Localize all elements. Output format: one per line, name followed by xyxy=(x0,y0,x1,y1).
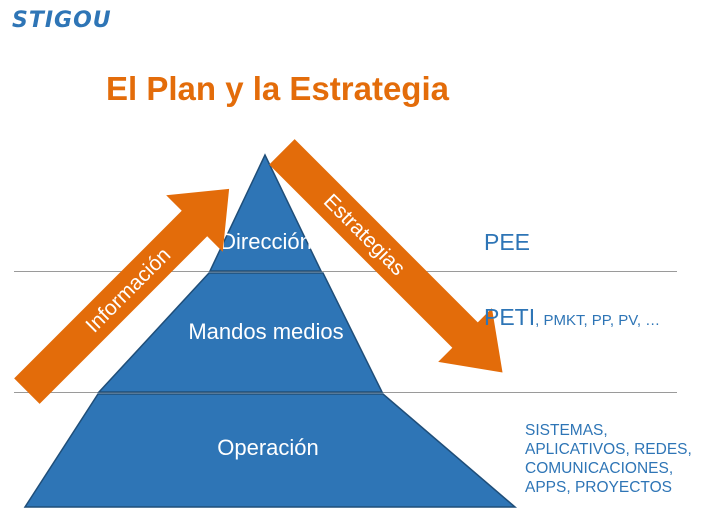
side-label-peti-rest: , PMKT, PP, PV, … xyxy=(535,312,661,329)
pyramid-label-direccion: Dirección xyxy=(220,229,312,254)
pyramid-level-bottom xyxy=(23,393,518,508)
side-sys-line: COMUNICACIONES, xyxy=(525,460,674,477)
pyramid-label-operacion: Operación xyxy=(217,435,319,460)
divider-line-top xyxy=(14,271,677,272)
side-label-peti: PETI, PMKT, PP, PV, … xyxy=(484,304,660,331)
side-sys-line: APPS, PROYECTOS xyxy=(525,479,673,496)
arrow-up-shape xyxy=(14,188,230,404)
pyramid-level-top xyxy=(208,153,323,272)
side-label-pee: PEE xyxy=(484,229,531,255)
arrow-down-shape xyxy=(269,139,503,373)
pyramid-level-middle xyxy=(97,272,384,393)
pyramid-label-mandos-medios: Mandos medios xyxy=(188,319,343,344)
pyramid: Dirección Mandos medios Operación xyxy=(23,153,518,508)
side-label-sistemas: SISTEMAS, APLICATIVOS, REDES, COMUNICACI… xyxy=(525,421,692,497)
page-title: El Plan y la Estrategia xyxy=(106,70,449,107)
arrow-down-label: Estrategias xyxy=(319,190,410,281)
stigou-logo: STIGOU xyxy=(12,8,112,33)
side-label-peti-main: PETI xyxy=(484,304,536,330)
side-sys-line: SISTEMAS, xyxy=(525,422,608,439)
side-sys-line: APLICATIVOS, REDES, xyxy=(525,441,692,458)
arrow-up-label: Información xyxy=(81,243,175,337)
